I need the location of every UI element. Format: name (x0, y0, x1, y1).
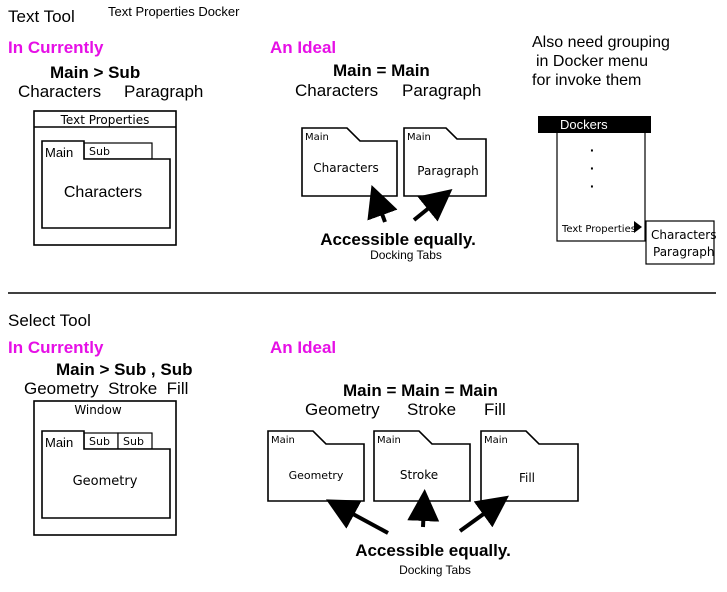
select-sub-tab-2-label: Sub (123, 435, 144, 448)
folder-paragraph-tab: Main (407, 132, 431, 143)
text-ideal-paragraph-label: Paragraph (402, 81, 481, 100)
folder-stroke[interactable]: Main Stroke (373, 430, 471, 502)
dockers-menu-item-text-properties[interactable]: Text Properties (561, 224, 636, 235)
folder-geometry-label: Geometry (289, 469, 344, 482)
text-main-tab-label: Main (45, 145, 73, 160)
select-ideal-stroke-label: Stroke (407, 400, 456, 419)
arrow-to-fill (458, 495, 509, 533)
text-properties-window: Text Properties Sub Main Characters (33, 110, 177, 246)
folder-characters[interactable]: Main Characters (301, 127, 398, 197)
dockers-menu-title: Dockers (560, 117, 608, 132)
select-window-title: Window (74, 403, 122, 417)
select-current-content: Geometry (73, 474, 138, 489)
text-properties-window-title: Text Properties (60, 113, 150, 127)
text-ideal-heading: An Ideal (270, 38, 336, 57)
text-docker-subtitle: Text Properties Docker (108, 4, 240, 19)
grouping-note-line2: in Docker menu (536, 53, 648, 70)
grouping-note-line3: for invoke them (532, 72, 641, 89)
text-tool-title: Text Tool (8, 7, 75, 26)
text-current-heading: In Currently (8, 38, 104, 57)
select-ideal-geometry-label: Geometry (305, 400, 380, 419)
select-ideal-fill-label: Fill (484, 400, 506, 419)
arrow-to-stroke (407, 489, 440, 528)
folder-paragraph[interactable]: Main Paragraph (403, 127, 487, 197)
select-accessible-equally: Accessible equally. (355, 541, 511, 560)
select-main-tab-label: Main (45, 435, 73, 450)
arrow-to-characters (367, 184, 398, 223)
select-tool-title: Select Tool (8, 311, 91, 330)
folder-fill-label: Fill (519, 471, 535, 485)
text-current-relation: Main > Sub (50, 63, 140, 82)
text-main-tab-panel[interactable] (41, 140, 171, 229)
arrow-to-geometry (325, 499, 389, 535)
text-docking-tabs: Docking Tabs (370, 248, 442, 262)
select-sub-tab-1-label: Sub (89, 435, 110, 448)
select-ideal-heading: An Ideal (270, 338, 336, 357)
submenu-item-characters[interactable]: Characters (651, 228, 717, 242)
text-ideal-relation: Main = Main (333, 61, 430, 80)
select-current-relation: Main > Sub , Sub (56, 360, 192, 379)
folder-stroke-label: Stroke (400, 468, 438, 482)
grouping-note-line1: Also need grouping (532, 34, 670, 51)
select-window: Window Sub Sub Main Geometry (33, 400, 177, 536)
select-main-tab-panel[interactable] (41, 430, 171, 519)
folder-fill-tab: Main (484, 435, 508, 446)
select-current-heading: In Currently (8, 338, 104, 357)
text-current-paragraph-label: Paragraph (124, 82, 203, 101)
dockers-submenu (645, 220, 715, 265)
arrow-to-paragraph (412, 188, 453, 222)
dockers-menu-title-bar (538, 116, 651, 133)
select-ideal-relation: Main = Main = Main (343, 381, 498, 400)
text-ideal-characters-label: Characters (295, 81, 378, 100)
select-current-names: Geometry Stroke Fill (24, 379, 188, 398)
dockers-menu-dot-1: · (590, 142, 595, 158)
text-sub-tab-label: Sub (89, 145, 110, 158)
text-accessible-equally: Accessible equally. (320, 230, 476, 249)
folder-stroke-tab: Main (377, 435, 401, 446)
text-current-content: Characters (64, 184, 142, 201)
folder-characters-label: Characters (313, 161, 379, 175)
folder-fill[interactable]: Main Fill (480, 430, 579, 502)
folder-characters-tab: Main (305, 132, 329, 143)
submenu-item-paragraph[interactable]: Paragraph (653, 245, 714, 259)
submenu-arrow-icon (634, 221, 642, 233)
dockers-menu: Dockers · · · Text Properties Characters… (538, 116, 717, 265)
dockers-menu-dot-2: · (590, 160, 595, 176)
select-docking-tabs: Docking Tabs (399, 563, 471, 577)
folder-paragraph-label: Paragraph (417, 164, 478, 178)
dockers-menu-dot-3: · (590, 178, 595, 194)
folder-geometry[interactable]: Main Geometry (267, 430, 365, 502)
folder-geometry-tab: Main (271, 435, 295, 446)
text-current-characters-label: Characters (18, 82, 101, 101)
